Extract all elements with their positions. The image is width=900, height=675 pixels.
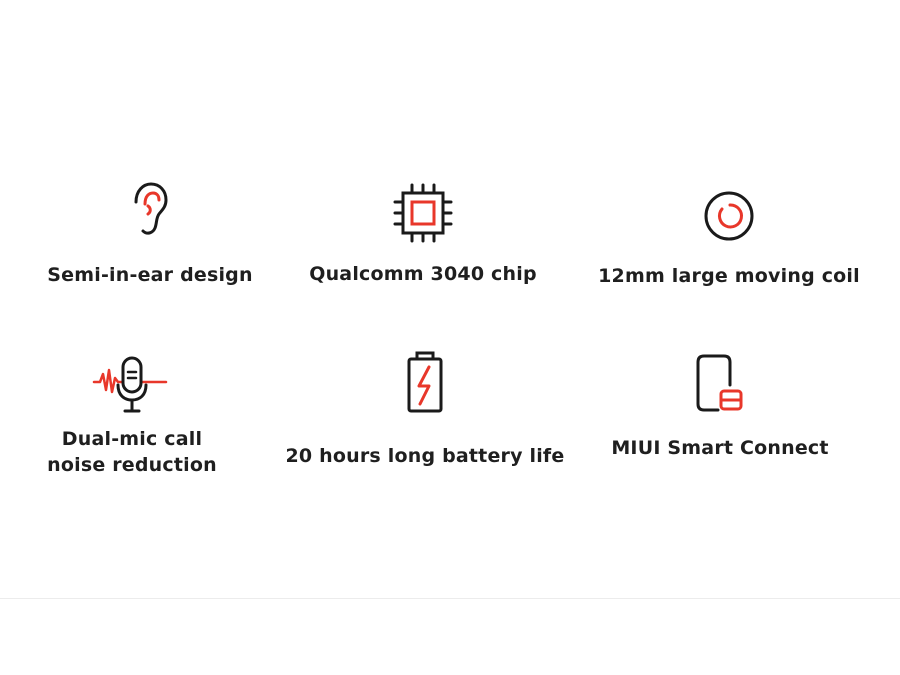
phone-connect-icon bbox=[696, 354, 743, 412]
feature-label: MIUI Smart Connect bbox=[611, 437, 829, 459]
moving-coil-icon bbox=[704, 191, 754, 241]
battery-icon bbox=[407, 351, 443, 413]
feature-label: 20 hours long battery life bbox=[285, 445, 565, 467]
microphone-icon bbox=[92, 356, 168, 413]
feature-chip: Qualcomm 3040 chip bbox=[273, 182, 573, 287]
feature-label: 12mm large moving coil bbox=[598, 265, 860, 287]
ear-icon bbox=[134, 182, 168, 235]
bottom-divider bbox=[0, 598, 900, 599]
feature-smart-connect: MIUI Smart Connect bbox=[570, 353, 870, 461]
feature-label: Dual-mic call noise reduction bbox=[47, 428, 217, 476]
chip-icon bbox=[393, 183, 453, 243]
feature-semi-in-ear: Semi-in-ear design bbox=[0, 178, 300, 288]
feature-battery: 20 hours long battery life bbox=[275, 350, 575, 469]
feature-label: Semi-in-ear design bbox=[47, 264, 253, 286]
feature-moving-coil: 12mm large moving coil bbox=[579, 188, 879, 289]
feature-label: Qualcomm 3040 chip bbox=[309, 263, 537, 285]
feature-dual-mic: Dual-mic call noise reduction bbox=[0, 352, 282, 478]
